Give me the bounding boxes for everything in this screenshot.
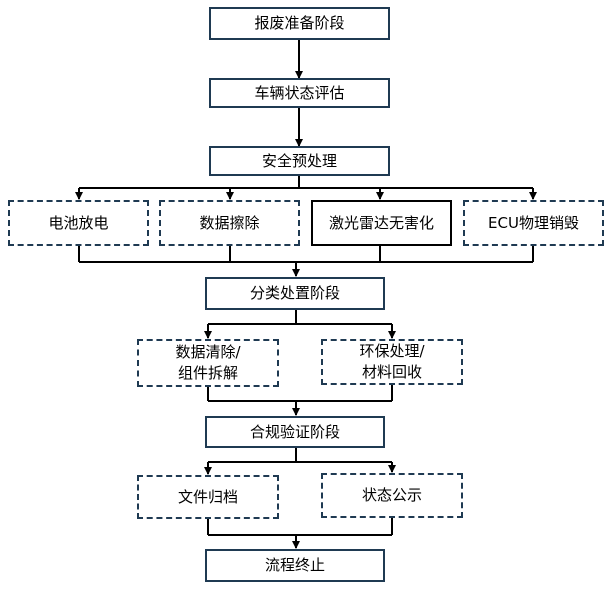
node-safety-label: 安全预处理 [261,151,337,170]
node-wipe-label: 数据擦除 [199,213,260,232]
node-publicize: 状态公示 [321,473,463,518]
node-eval: 车辆状态评估 [209,78,390,108]
node-classify: 分类处置阶段 [205,277,385,310]
node-publicize-label: 状态公示 [361,486,422,504]
node-lidar-label: 激光雷达无害化 [328,213,434,232]
node-archive-label: 文件归档 [177,487,238,506]
node-lidar: 激光雷达无害化 [311,200,452,246]
node-battery: 电池放电 [8,200,149,246]
node-wipe: 数据擦除 [159,200,300,246]
node-classify-label: 分类处置阶段 [249,284,340,302]
node-archive: 文件归档 [137,475,279,519]
node-eco-label: 环保处理/ 材料回收 [359,342,425,381]
node-clean: 数据清除/ 组件拆解 [137,339,279,387]
node-eval-label: 车辆状态评估 [254,83,345,102]
node-prep-label: 报废准备阶段 [254,14,345,32]
node-eco: 环保处理/ 材料回收 [321,339,463,385]
node-battery-label: 电池放电 [48,213,109,232]
node-prep: 报废准备阶段 [209,7,390,40]
node-safety: 安全预处理 [209,146,390,176]
node-end: 流程终止 [205,549,385,582]
node-compliance-label: 合规验证阶段 [249,422,340,441]
node-ecu-label: ECU物理销毁 [488,213,579,232]
node-end-label: 流程终止 [264,556,325,574]
node-ecu: ECU物理销毁 [463,200,604,246]
node-compliance: 合规验证阶段 [205,416,385,448]
node-clean-label: 数据清除/ 组件拆解 [175,343,241,382]
